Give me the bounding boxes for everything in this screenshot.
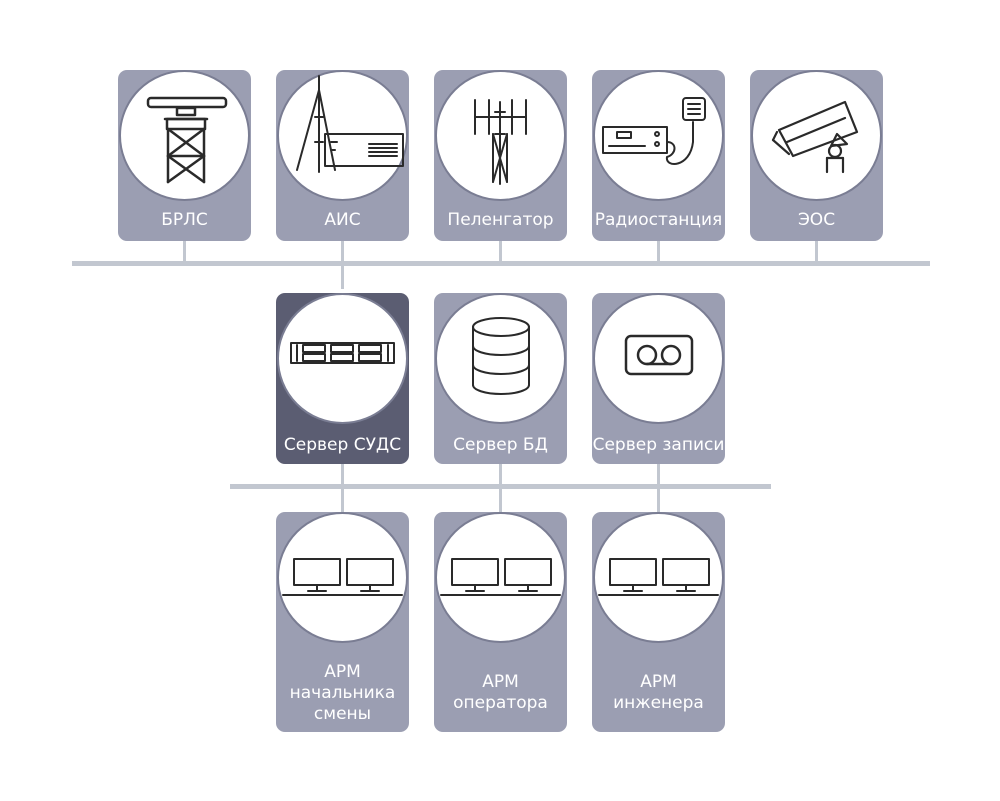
node-radiostation-label: Радиостанция [594,210,723,230]
connector-eos [815,241,818,263]
node-server-rec-label: Сервер записи [592,435,725,455]
node-arm-engineer-label-line1: АРМ [640,672,677,692]
node-arm-operator: АРМ оператора [434,512,567,732]
node-arm-operator-circle [435,512,566,643]
node-arm-chief-label-line2: начальника [289,683,396,703]
node-server-suds-circle [277,293,408,424]
node-server-db-circle [435,293,566,424]
recorder-icon [624,334,694,376]
connector-brls [183,241,186,263]
node-server-rec: Сервер записи [592,293,725,464]
node-arm-operator-label-line2: оператора [453,693,548,713]
node-ais: АИС [276,70,409,241]
node-arm-chief-circle [277,512,408,643]
node-server-db: Сервер БД [434,293,567,464]
node-eos-label: ЭОС [797,210,836,230]
node-arm-chief: АРМ начальника смены [276,512,409,732]
node-eos: ЭОС [750,70,883,241]
node-radiostation: Радиостанция [592,70,725,241]
connector-server-suds [341,464,344,512]
node-radiostation-circle [593,70,724,201]
node-brls-label: БРЛС [161,210,208,230]
connector-server-rec [657,464,660,512]
node-arm-engineer-label-line2: инженера [613,693,704,713]
database-icon [472,317,530,395]
node-arm-chief-label-line3: смены [313,704,372,724]
node-arm-operator-label-line1: АРМ [482,672,519,692]
node-arm-engineer-circle [593,512,724,643]
node-server-suds: Сервер СУДС [276,293,409,464]
radio-station-icon [602,97,706,165]
ais-antenna-icon [296,75,404,173]
node-eos-circle [751,70,882,201]
node-brls: БРЛС [118,70,251,241]
radar-tower-icon [146,96,228,184]
node-arm-engineer: АРМ инженера [592,512,725,732]
connector-pelengator [499,241,502,263]
node-server-db-label: Сервер БД [453,435,548,455]
connector-radio [657,241,660,263]
dual-monitor-icon [440,558,561,596]
dual-monitor-icon [598,558,719,596]
node-brls-circle [119,70,250,201]
node-pelengator-label: Пеленгатор [447,210,554,230]
connector-server-db [499,464,502,512]
node-ais-label: АИС [324,210,361,230]
server-rack-icon [290,342,395,364]
dual-monitor-icon [282,558,403,596]
node-ais-circle [277,70,408,201]
node-arm-chief-label-line1: АРМ [324,662,361,682]
node-server-rec-circle [593,293,724,424]
node-server-suds-label: Сервер СУДС [283,435,402,455]
direction-finder-antenna-icon [474,99,527,185]
sensor-bus-line [72,261,930,266]
node-pelengator: Пеленгатор [434,70,567,241]
connector-ais [341,241,344,289]
camera-icon [771,100,859,174]
node-pelengator-circle [435,70,566,201]
